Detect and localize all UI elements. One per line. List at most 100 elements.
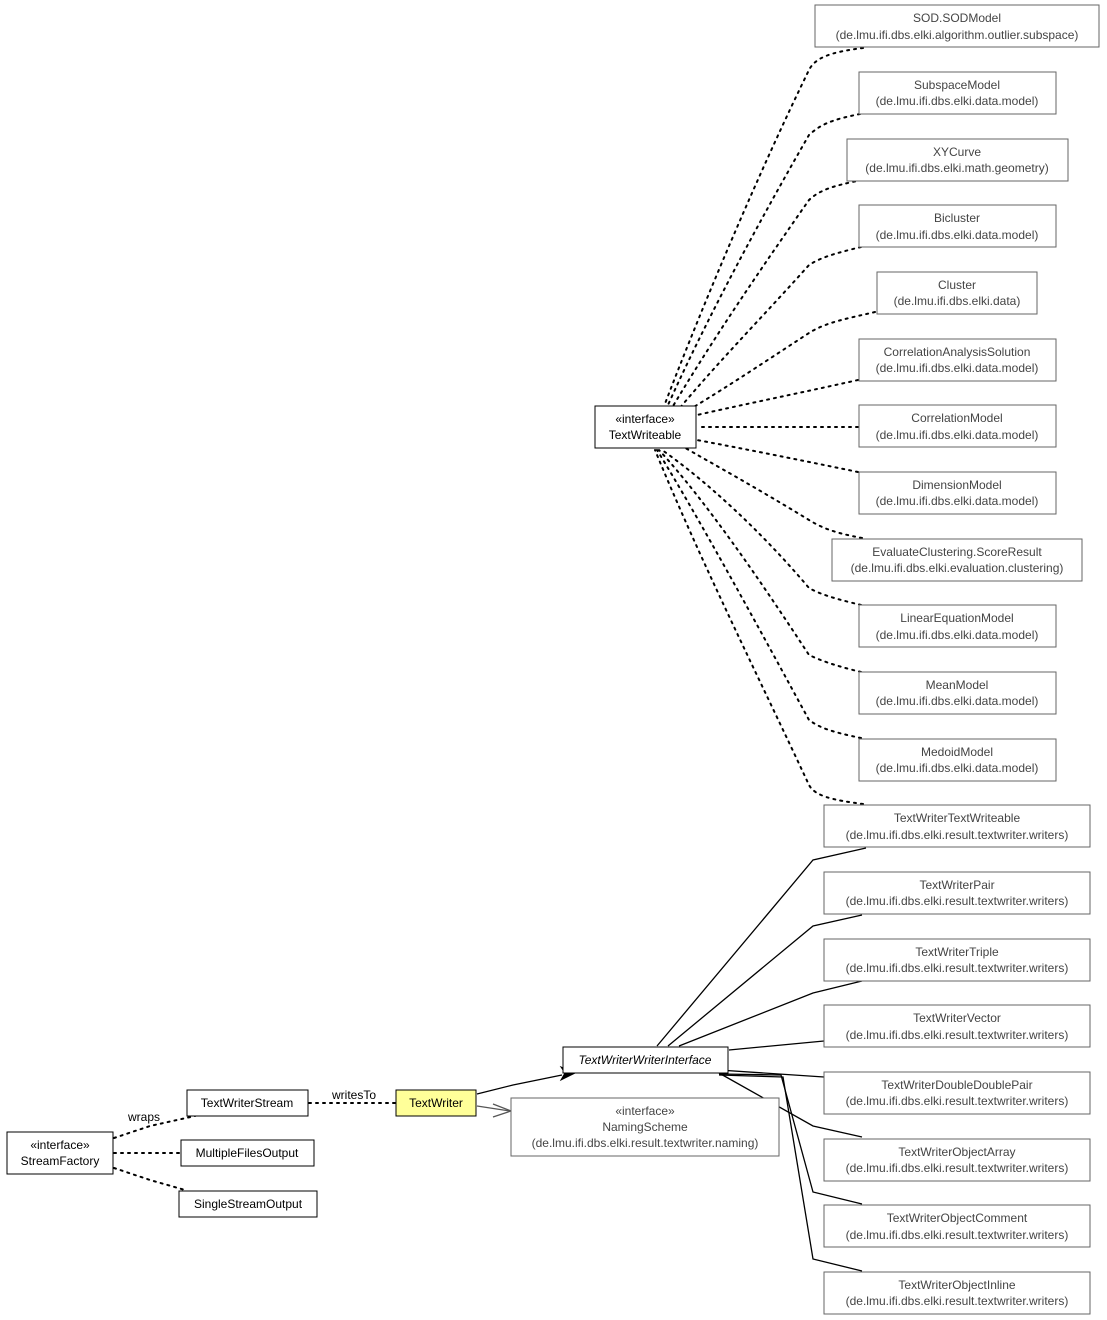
node-text-writer-writer-interface[interactable]: TextWriterWriterInterface [562,1046,729,1074]
node-bicluster[interactable]: Bicluster (de.lmu.ifi.dbs.elki.data.mode… [858,204,1057,248]
svg-text:(de.lmu.ifi.dbs.elki.result.te: (de.lmu.ifi.dbs.elki.result.textwriter.w… [846,1094,1069,1108]
svg-text:(de.lmu.ifi.dbs.elki.algorithm: (de.lmu.ifi.dbs.elki.algorithm.outlier.s… [836,28,1079,42]
svg-text:(de.lmu.ifi.dbs.elki.result.te: (de.lmu.ifi.dbs.elki.result.textwriter.w… [846,1294,1069,1308]
svg-text:(de.lmu.ifi.dbs.elki.math.geom: (de.lmu.ifi.dbs.elki.math.geometry) [865,161,1048,175]
svg-text:«interface»: «interface» [615,1104,675,1118]
edge-meanmodel-textwriteable [658,449,862,673]
node-mean-model[interactable]: MeanModel (de.lmu.ifi.dbs.elki.data.mode… [858,671,1057,715]
edge-textwriter-interface [476,1065,577,1095]
node-single-stream-output[interactable]: SingleStreamOutput [178,1190,318,1218]
svg-text:SingleStreamOutput: SingleStreamOutput [194,1197,303,1211]
svg-text:TextWriterVector: TextWriterVector [913,1011,1001,1025]
svg-text:TextWriterWriterInterface: TextWriterWriterInterface [579,1053,712,1067]
node-text-writer-object-array[interactable]: TextWriterObjectArray (de.lmu.ifi.dbs.el… [823,1138,1091,1182]
svg-text:(de.lmu.ifi.dbs.elki.data.mode: (de.lmu.ifi.dbs.elki.data.model) [876,361,1039,375]
svg-text:MultipleFilesOutput: MultipleFilesOutput [196,1146,299,1160]
node-medoid-model[interactable]: MedoidModel (de.lmu.ifi.dbs.elki.data.mo… [858,738,1057,782]
node-xycurve[interactable]: XYCurve (de.lmu.ifi.dbs.elki.math.geomet… [846,138,1069,182]
svg-text:SOD.SODModel: SOD.SODModel [913,11,1001,25]
svg-text:TextWriterDoubleDoublePair: TextWriterDoubleDoublePair [881,1078,1032,1092]
node-naming-scheme[interactable]: «interface» NamingScheme (de.lmu.ifi.dbs… [510,1097,780,1157]
svg-text:TextWriterStream: TextWriterStream [201,1096,293,1110]
svg-text:TextWriterObjectArray: TextWriterObjectArray [898,1145,1015,1159]
edge-streamfactory-singlestream [113,1167,186,1191]
edge-cluster-textwriteable [679,311,876,416]
svg-text:MedoidModel: MedoidModel [921,745,993,759]
svg-text:(de.lmu.ifi.dbs.elki.result.te: (de.lmu.ifi.dbs.elki.result.textwriter.w… [846,1228,1069,1242]
edge-xycurve-textwriteable [658,179,863,431]
edge-subspacemodel-textwriteable [656,113,861,431]
svg-text:«interface»: «interface» [30,1138,90,1152]
edge-writesto: writesTo [308,1088,396,1104]
svg-text:(de.lmu.ifi.dbs.elki.data.mode: (de.lmu.ifi.dbs.elki.data.model) [876,94,1039,108]
svg-text:EvaluateClustering.ScoreResult: EvaluateClustering.ScoreResult [872,545,1042,559]
implements-edges [654,47,876,805]
svg-text:(de.lmu.ifi.dbs.elki.result.te: (de.lmu.ifi.dbs.elki.result.textwriter.w… [846,828,1069,842]
node-text-writer-triple[interactable]: TextWriterTriple (de.lmu.ifi.dbs.elki.re… [823,938,1091,982]
svg-text:XYCurve: XYCurve [933,145,981,159]
streamfactory-edges: wraps [113,1110,196,1191]
svg-text:(de.lmu.ifi.dbs.elki.result.te: (de.lmu.ifi.dbs.elki.result.textwriter.w… [846,961,1069,975]
edge-textwritervector-interface [728,1040,825,1051]
node-stream-factory[interactable]: «interface» StreamFactory [6,1131,114,1175]
svg-text:(de.lmu.ifi.dbs.elki.result.te: (de.lmu.ifi.dbs.elki.result.textwriter.n… [532,1136,759,1150]
svg-text:Bicluster: Bicluster [934,211,980,225]
node-text-writer-pair[interactable]: TextWriterPair (de.lmu.ifi.dbs.elki.resu… [823,871,1091,915]
svg-text:TextWriterObjectInline: TextWriterObjectInline [898,1278,1015,1292]
node-correlation-model[interactable]: CorrelationModel (de.lmu.ifi.dbs.elki.da… [858,404,1057,448]
edge-textwriter-namingscheme [476,1103,513,1118]
svg-text:CorrelationAnalysisSolution: CorrelationAnalysisSolution [884,345,1031,359]
svg-text:(de.lmu.ifi.dbs.elki.data.mode: (de.lmu.ifi.dbs.elki.data.model) [876,494,1039,508]
svg-text:(de.lmu.ifi.dbs.elki.data.mode: (de.lmu.ifi.dbs.elki.data.model) [876,761,1039,775]
node-multiple-files-output[interactable]: MultipleFilesOutput [180,1139,315,1167]
writes-to-label: writesTo [331,1088,376,1102]
svg-text:TextWriter: TextWriter [409,1096,463,1110]
svg-text:NamingScheme: NamingScheme [602,1120,688,1134]
svg-text:«interface»: «interface» [615,412,675,426]
svg-text:(de.lmu.ifi.dbs.elki.data.mode: (de.lmu.ifi.dbs.elki.data.model) [876,694,1039,708]
svg-text:(de.lmu.ifi.dbs.elki.result.te: (de.lmu.ifi.dbs.elki.result.textwriter.w… [846,894,1069,908]
node-subspace-model[interactable]: SubspaceModel (de.lmu.ifi.dbs.elki.data.… [858,71,1057,115]
edge-textwriterobjectarray-interface [718,1072,863,1138]
svg-text:(de.lmu.ifi.dbs.elki.evaluatio: (de.lmu.ifi.dbs.elki.evaluation.clusteri… [851,561,1064,575]
node-sod-model[interactable]: SOD.SODModel (de.lmu.ifi.dbs.elki.algori… [814,4,1100,48]
node-text-writer-object-comment[interactable]: TextWriterObjectComment (de.lmu.ifi.dbs.… [823,1204,1091,1248]
svg-text:(de.lmu.ifi.dbs.elki.data.mode: (de.lmu.ifi.dbs.elki.data.model) [876,628,1039,642]
svg-text:(de.lmu.ifi.dbs.elki.data.mode: (de.lmu.ifi.dbs.elki.data.model) [876,428,1039,442]
edge-textwriterdoubledoublepair-interface [718,1069,825,1078]
node-text-writer-vector[interactable]: TextWriterVector (de.lmu.ifi.dbs.elki.re… [823,1004,1091,1048]
svg-text:CorrelationModel: CorrelationModel [911,411,1002,425]
node-text-writer[interactable]: TextWriter [395,1089,477,1117]
node-cluster[interactable]: Cluster (de.lmu.ifi.dbs.elki.data) [876,271,1038,315]
svg-text:(de.lmu.ifi.dbs.elki.result.te: (de.lmu.ifi.dbs.elki.result.textwriter.w… [846,1028,1069,1042]
node-text-writer-stream[interactable]: TextWriterStream [186,1089,309,1117]
edge-textwritertextwriteable-interface [656,847,867,1047]
edge-textwriterobjectcomment-interface [718,1073,863,1205]
svg-text:MeanModel: MeanModel [926,678,989,692]
node-text-writeable[interactable]: «interface» TextWriteable [594,405,697,449]
node-linear-equation-model[interactable]: LinearEquationModel (de.lmu.ifi.dbs.elki… [858,604,1057,648]
edge-dimensionmodel-textwriteable [696,439,859,473]
node-text-writer-text-writeable[interactable]: TextWriterTextWriteable (de.lmu.ifi.dbs.… [823,804,1091,848]
edge-sodmodel-textwriteable [654,47,864,431]
svg-text:LinearEquationModel: LinearEquationModel [900,611,1013,625]
edge-textwritertextwriteable-textwriteable [654,449,864,805]
extends-edges [656,847,867,1272]
edge-streamfactory-textwriterstream [113,1115,196,1139]
node-evaluate-clustering-score-result[interactable]: EvaluateClustering.ScoreResult (de.lmu.i… [831,538,1083,582]
edge-medoidmodel-textwriteable [656,449,862,739]
edge-textwriterobjectinline-interface [718,1074,863,1272]
svg-text:TextWriterPair: TextWriterPair [919,878,994,892]
edge-correlationanalysis-textwriteable [696,379,859,416]
edge-bicluster-textwriteable [661,246,862,431]
node-text-writer-object-inline[interactable]: TextWriterObjectInline (de.lmu.ifi.dbs.e… [823,1271,1091,1315]
svg-text:(de.lmu.ifi.dbs.elki.data): (de.lmu.ifi.dbs.elki.data) [894,294,1021,308]
svg-text:TextWriterTriple: TextWriterTriple [915,945,999,959]
node-text-writer-double-double-pair[interactable]: TextWriterDoubleDoublePair (de.lmu.ifi.d… [823,1071,1091,1115]
node-dimension-model[interactable]: DimensionModel (de.lmu.ifi.dbs.elki.data… [858,471,1057,515]
node-correlation-analysis-solution[interactable]: CorrelationAnalysisSolution (de.lmu.ifi.… [858,338,1057,382]
svg-text:TextWriterTextWriteable: TextWriterTextWriteable [894,811,1021,825]
svg-text:TextWriteable: TextWriteable [609,428,682,442]
wraps-label: wraps [127,1110,160,1124]
